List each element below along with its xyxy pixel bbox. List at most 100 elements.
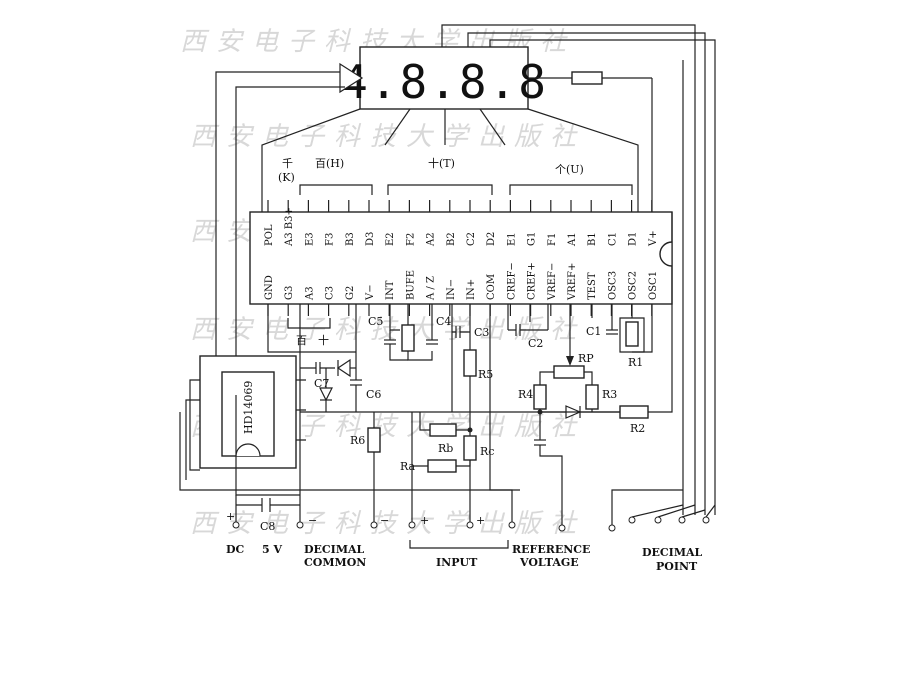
display-arrow [339, 62, 364, 94]
top-pin-label: B2 [446, 232, 457, 246]
main-ic [249, 211, 673, 305]
top-pin-label: C2 [466, 232, 477, 246]
brace-tens [387, 184, 493, 195]
bottom-pin-label: OSC3 [607, 271, 618, 300]
label-c8: C8 [260, 520, 275, 533]
top-pin-label: G1 [527, 232, 538, 246]
bottom-pin-label: INT [385, 280, 396, 300]
negative-supply: C6 C7 [267, 304, 381, 412]
label-r1: R1 [628, 356, 643, 369]
top-pin-label: F2 [405, 233, 416, 246]
integrator-network: C5 C4 [368, 304, 451, 361]
label-5v: 5 V [262, 543, 282, 556]
sign-dc-plus: + [226, 510, 235, 523]
sign-input-plus-1: + [420, 514, 429, 527]
label-c2: C2 [528, 337, 543, 350]
bottom-pin-label: CREF+ [527, 262, 538, 300]
label-decimal-point-1: DECIMAL [642, 546, 703, 559]
bottom-pin-label: C3 [325, 286, 336, 300]
label-units: 个(U) [555, 163, 584, 176]
display-frame [359, 46, 529, 110]
oscillator-network: C1 R1 [586, 304, 653, 369]
label-reference-1: REFERENCE [512, 543, 590, 556]
top-pin-label: C1 [607, 232, 618, 246]
top-pin-label: A1 [567, 232, 578, 247]
fan-a [384, 108, 411, 146]
top-pin-label: POL [264, 224, 275, 246]
label-c6: C6 [366, 388, 381, 401]
sign-input-plus-2: + [476, 514, 485, 527]
bottom-pin-label: OSC1 [648, 271, 659, 300]
terminal-input-plus-1[interactable] [408, 521, 416, 529]
bottom-pin-label: CREF− [506, 262, 517, 300]
label-r4: R4 [518, 388, 533, 401]
dp-wire-1 [441, 24, 696, 515]
bottom-pin-label: VREF+ [567, 263, 578, 301]
sign-dc-minus: − [308, 514, 317, 527]
label-decimal-point-2: POINT [656, 560, 698, 573]
input-network: C3 R5 [451, 304, 493, 412]
bottom-pin-label: IN− [446, 279, 457, 300]
top-pin-label: A3 B3+ [284, 207, 295, 247]
sign-common-minus: − [380, 514, 389, 527]
fan-right [527, 108, 639, 212]
label-decimal-common-1: DECIMAL [304, 543, 365, 556]
terminal-dp-5[interactable] [702, 516, 710, 524]
terminal-dp-3[interactable] [654, 516, 662, 524]
top-pin-label: B3 [345, 232, 356, 246]
terminal-input-ref[interactable] [508, 521, 516, 529]
bottom-pin-label: A3 [304, 286, 315, 301]
label-bottom-hundreds: 百 [296, 334, 307, 347]
input-divider: Ra Rb Rc [400, 412, 513, 522]
label-r3: R3 [602, 388, 617, 401]
bottom-pin-label: COM [486, 274, 497, 300]
terminal-input-plus-2[interactable] [466, 521, 474, 529]
brace-bottom [287, 318, 331, 329]
bottom-pin-label: V− [365, 284, 376, 301]
feed-wire-2 [235, 86, 345, 395]
terminal-common-minus[interactable] [370, 521, 378, 529]
terminal-dp-4[interactable] [678, 516, 686, 524]
label-thousands: 千 [282, 157, 293, 170]
bottom-pin-label: GND [264, 275, 275, 300]
display-resistor [571, 71, 603, 85]
hd14069-ic: HD14069 [179, 355, 520, 491]
top-pin-label: F3 [325, 233, 336, 246]
terminal-dp-2[interactable] [628, 516, 636, 524]
terminal-dp-1[interactable] [608, 524, 616, 532]
fan-c [479, 108, 506, 146]
bottom-pin-label: G2 [345, 286, 356, 300]
pol-feed-wire [215, 71, 350, 395]
dp-wire-2 [467, 32, 706, 515]
label-rp: RP [578, 352, 594, 365]
terminal-dc-minus[interactable] [296, 521, 304, 529]
label-rc: Rc [480, 445, 494, 458]
terminal-dc-plus[interactable] [232, 521, 240, 529]
brace-input [409, 540, 509, 549]
label-bottom-tens: 十 [318, 333, 329, 347]
display-digits: 4.8.8.8 [340, 55, 548, 109]
label-r6: R6 [350, 434, 365, 447]
bottom-pin-label: TEST [587, 272, 598, 300]
label-input: INPUT [436, 556, 478, 569]
bottom-pin-label: OSC2 [628, 271, 639, 300]
label-c3: C3 [474, 326, 489, 339]
dp-wires-bottom [611, 489, 716, 525]
label-r2: R2 [630, 422, 645, 435]
top-pin-label: D3 [365, 232, 376, 246]
display-digit-text: 4.8.8.8 [340, 55, 548, 109]
fan-left [261, 108, 361, 212]
label-tens: 十(T) [428, 156, 455, 170]
label-rb: Rb [438, 442, 453, 455]
label-r5: R5 [478, 368, 493, 381]
dp-wire-3 [489, 39, 716, 515]
label-c5: C5 [368, 315, 383, 328]
reference-network: C2 RP R4 R3 [507, 304, 617, 525]
label-thousands-sub: (K) [278, 171, 295, 184]
label-c4: C4 [436, 315, 451, 328]
terminal-reference[interactable] [558, 524, 566, 532]
